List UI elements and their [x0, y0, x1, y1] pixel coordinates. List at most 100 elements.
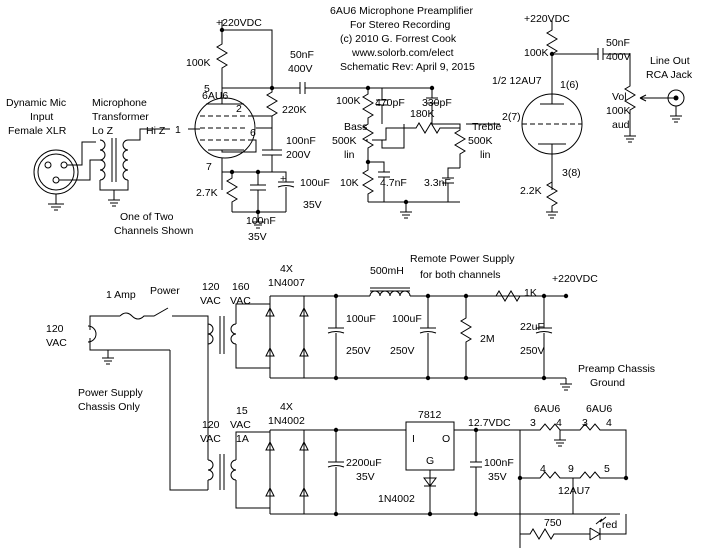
power-supply-lv: 120 VAC 15 VAC 1A 4X 1N4002 2200uF 35V 7…: [200, 316, 627, 548]
c4-label: 2200uF: [346, 457, 382, 469]
c2-label: 100uF: [392, 313, 422, 325]
r-750-label: 750: [544, 517, 562, 529]
hi-z-label: Hi Z: [146, 125, 166, 137]
r-1k-label: 1K: [524, 287, 537, 299]
c-400v-b-label: 400V: [606, 51, 631, 63]
c5v-label: 35V: [488, 471, 507, 483]
rca-jack-pin: [673, 95, 679, 101]
gnd-note-1: Preamp Chassis: [578, 363, 655, 375]
title-line1: 6AU6 Microphone Preamplifier: [330, 5, 473, 17]
r-plate-6au6: 100K: [186, 57, 211, 69]
title-line5: Schematic Rev: April 9, 2015: [340, 61, 475, 73]
power-supply-hv: Remote Power Supply for both channels 12…: [46, 253, 655, 491]
tube-6au6: +220VDC 100K 5 2 6 7 6AU6: [186, 17, 270, 190]
fil-c5: 5: [604, 463, 610, 475]
title-line2: For Stereo Recording: [350, 19, 451, 31]
vout-label: 12.7VDC: [468, 417, 511, 429]
reg-diode-label: 1N4002: [378, 493, 415, 505]
t1-pri-1: 120: [202, 281, 220, 293]
psu-title-1: Remote Power Supply: [410, 253, 515, 265]
bass-label: Bass: [344, 121, 367, 133]
pin5-label: 5: [204, 83, 210, 95]
r-2-2k-label: 2.2K: [520, 185, 542, 197]
r-220k-label: 220K: [282, 104, 307, 116]
treble-value-label: 500K: [468, 135, 493, 147]
c1v-label: 250V: [346, 345, 371, 357]
psu-title-2: for both channels: [420, 269, 501, 281]
c-100nf-b-label: 100nF: [246, 215, 276, 227]
power-label: Power: [150, 285, 180, 297]
vol-value-label: 100K: [606, 105, 631, 117]
xlr-pin-1: [44, 161, 52, 169]
xfmr-label-1: Microphone: [92, 97, 147, 109]
t1-sec-2: VAC: [230, 295, 251, 307]
fil-b3: 3: [582, 417, 588, 429]
c-470pf-label: 470pF: [375, 97, 405, 109]
cathode-network: 2.7K 100uF 35V + 100nF 35V: [196, 171, 330, 243]
reg-i: I: [412, 433, 415, 445]
tone-stack: 100K 470pF 330pF Bass 500K lin 180K Treb…: [332, 87, 502, 219]
pin1-label: 1: [175, 124, 181, 136]
reg-g: G: [426, 455, 434, 467]
channels-note-1: One of Two: [120, 211, 174, 223]
xlr-input: Dynamic Mic Input Female XLR: [6, 97, 100, 211]
r-100k-b-label: 100K: [524, 47, 549, 59]
fil-a3: 3: [530, 417, 536, 429]
reg-label: 7812: [418, 409, 442, 421]
fil-b-label: 6AU6: [586, 403, 612, 415]
t1-pri-2: VAC: [200, 295, 221, 307]
r-180k-label: 180K: [410, 108, 435, 120]
c2v-label: 250V: [390, 345, 415, 357]
fil-a-label: 6AU6: [534, 403, 560, 415]
pin-3-8-label: 3(8): [562, 167, 581, 179]
output-network: 50nF 400V Vol 100K aud Line Out RCA Jack: [552, 37, 693, 143]
t2-pri-1: 120: [202, 419, 220, 431]
title-block: 6AU6 Microphone Preamplifier For Stereo …: [330, 5, 475, 73]
lo-z-label: Lo Z: [92, 125, 114, 137]
junction-dots: [219, 27, 629, 517]
c5-label: 100nF: [484, 457, 514, 469]
tube-6au6-envelope: [194, 97, 256, 159]
fil-c9: 9: [568, 463, 574, 475]
line-out-2: RCA Jack: [646, 69, 693, 81]
bass-lin-label: lin: [344, 149, 355, 161]
half-12au7-label: 1/2 12AU7: [492, 75, 542, 87]
r-10k-label: 10K: [340, 177, 359, 189]
ac-in-1: 120: [46, 323, 64, 335]
psu-note-1: Power Supply: [78, 387, 144, 399]
fil-c-label: 12AU7: [558, 485, 590, 497]
r-2m-label: 2M: [480, 333, 495, 345]
tube-6au6-label: 6AU6: [202, 90, 228, 102]
b-plus-left: +220VDC: [216, 17, 262, 29]
channels-note-2: Channels Shown: [114, 225, 194, 237]
reg-o: O: [442, 433, 450, 445]
c-330pf-label: 330pF: [422, 97, 452, 109]
mic-label-2: Input: [30, 111, 53, 123]
choke-label: 500mH: [370, 265, 404, 277]
vol-label: Vol: [612, 91, 627, 103]
psu-note-2: Chassis Only: [78, 401, 141, 413]
treble-lin-label: lin: [480, 149, 491, 161]
t1-sec-1: 160: [232, 281, 250, 293]
line-out-1: Line Out: [650, 55, 690, 67]
c-100nf-screen-label: 100nF: [286, 135, 316, 147]
diodes-hv-2: 1N4007: [268, 277, 305, 289]
xlr-inner-ring: [37, 153, 75, 191]
gnd-note-2: Ground: [590, 377, 625, 389]
c3v-label: 250V: [520, 345, 545, 357]
title-line4: www.solorb.com/elect: [351, 47, 454, 59]
led-label: red: [602, 519, 617, 531]
xfmr-label-2: Transformer: [92, 111, 149, 123]
pin6-label: 6: [250, 127, 256, 139]
mic-transformer: Microphone Transformer Lo Z Hi Z 1: [92, 97, 181, 207]
b-plus-right: +220VDC: [524, 13, 570, 25]
c4v-label: 35V: [356, 471, 375, 483]
tube-12au7-half: +220VDC 100K 1/2 12AU7 1(6) 2(7) 3(8) 2.…: [492, 13, 583, 219]
r-100k-tone-label: 100K: [336, 95, 361, 107]
mic-label-3: Female XLR: [8, 125, 67, 137]
c3-label: 22uF: [520, 321, 544, 333]
c-100uf-plus: +: [280, 173, 286, 185]
treble-label: Treble: [472, 121, 502, 133]
c1-label: 100uF: [346, 313, 376, 325]
